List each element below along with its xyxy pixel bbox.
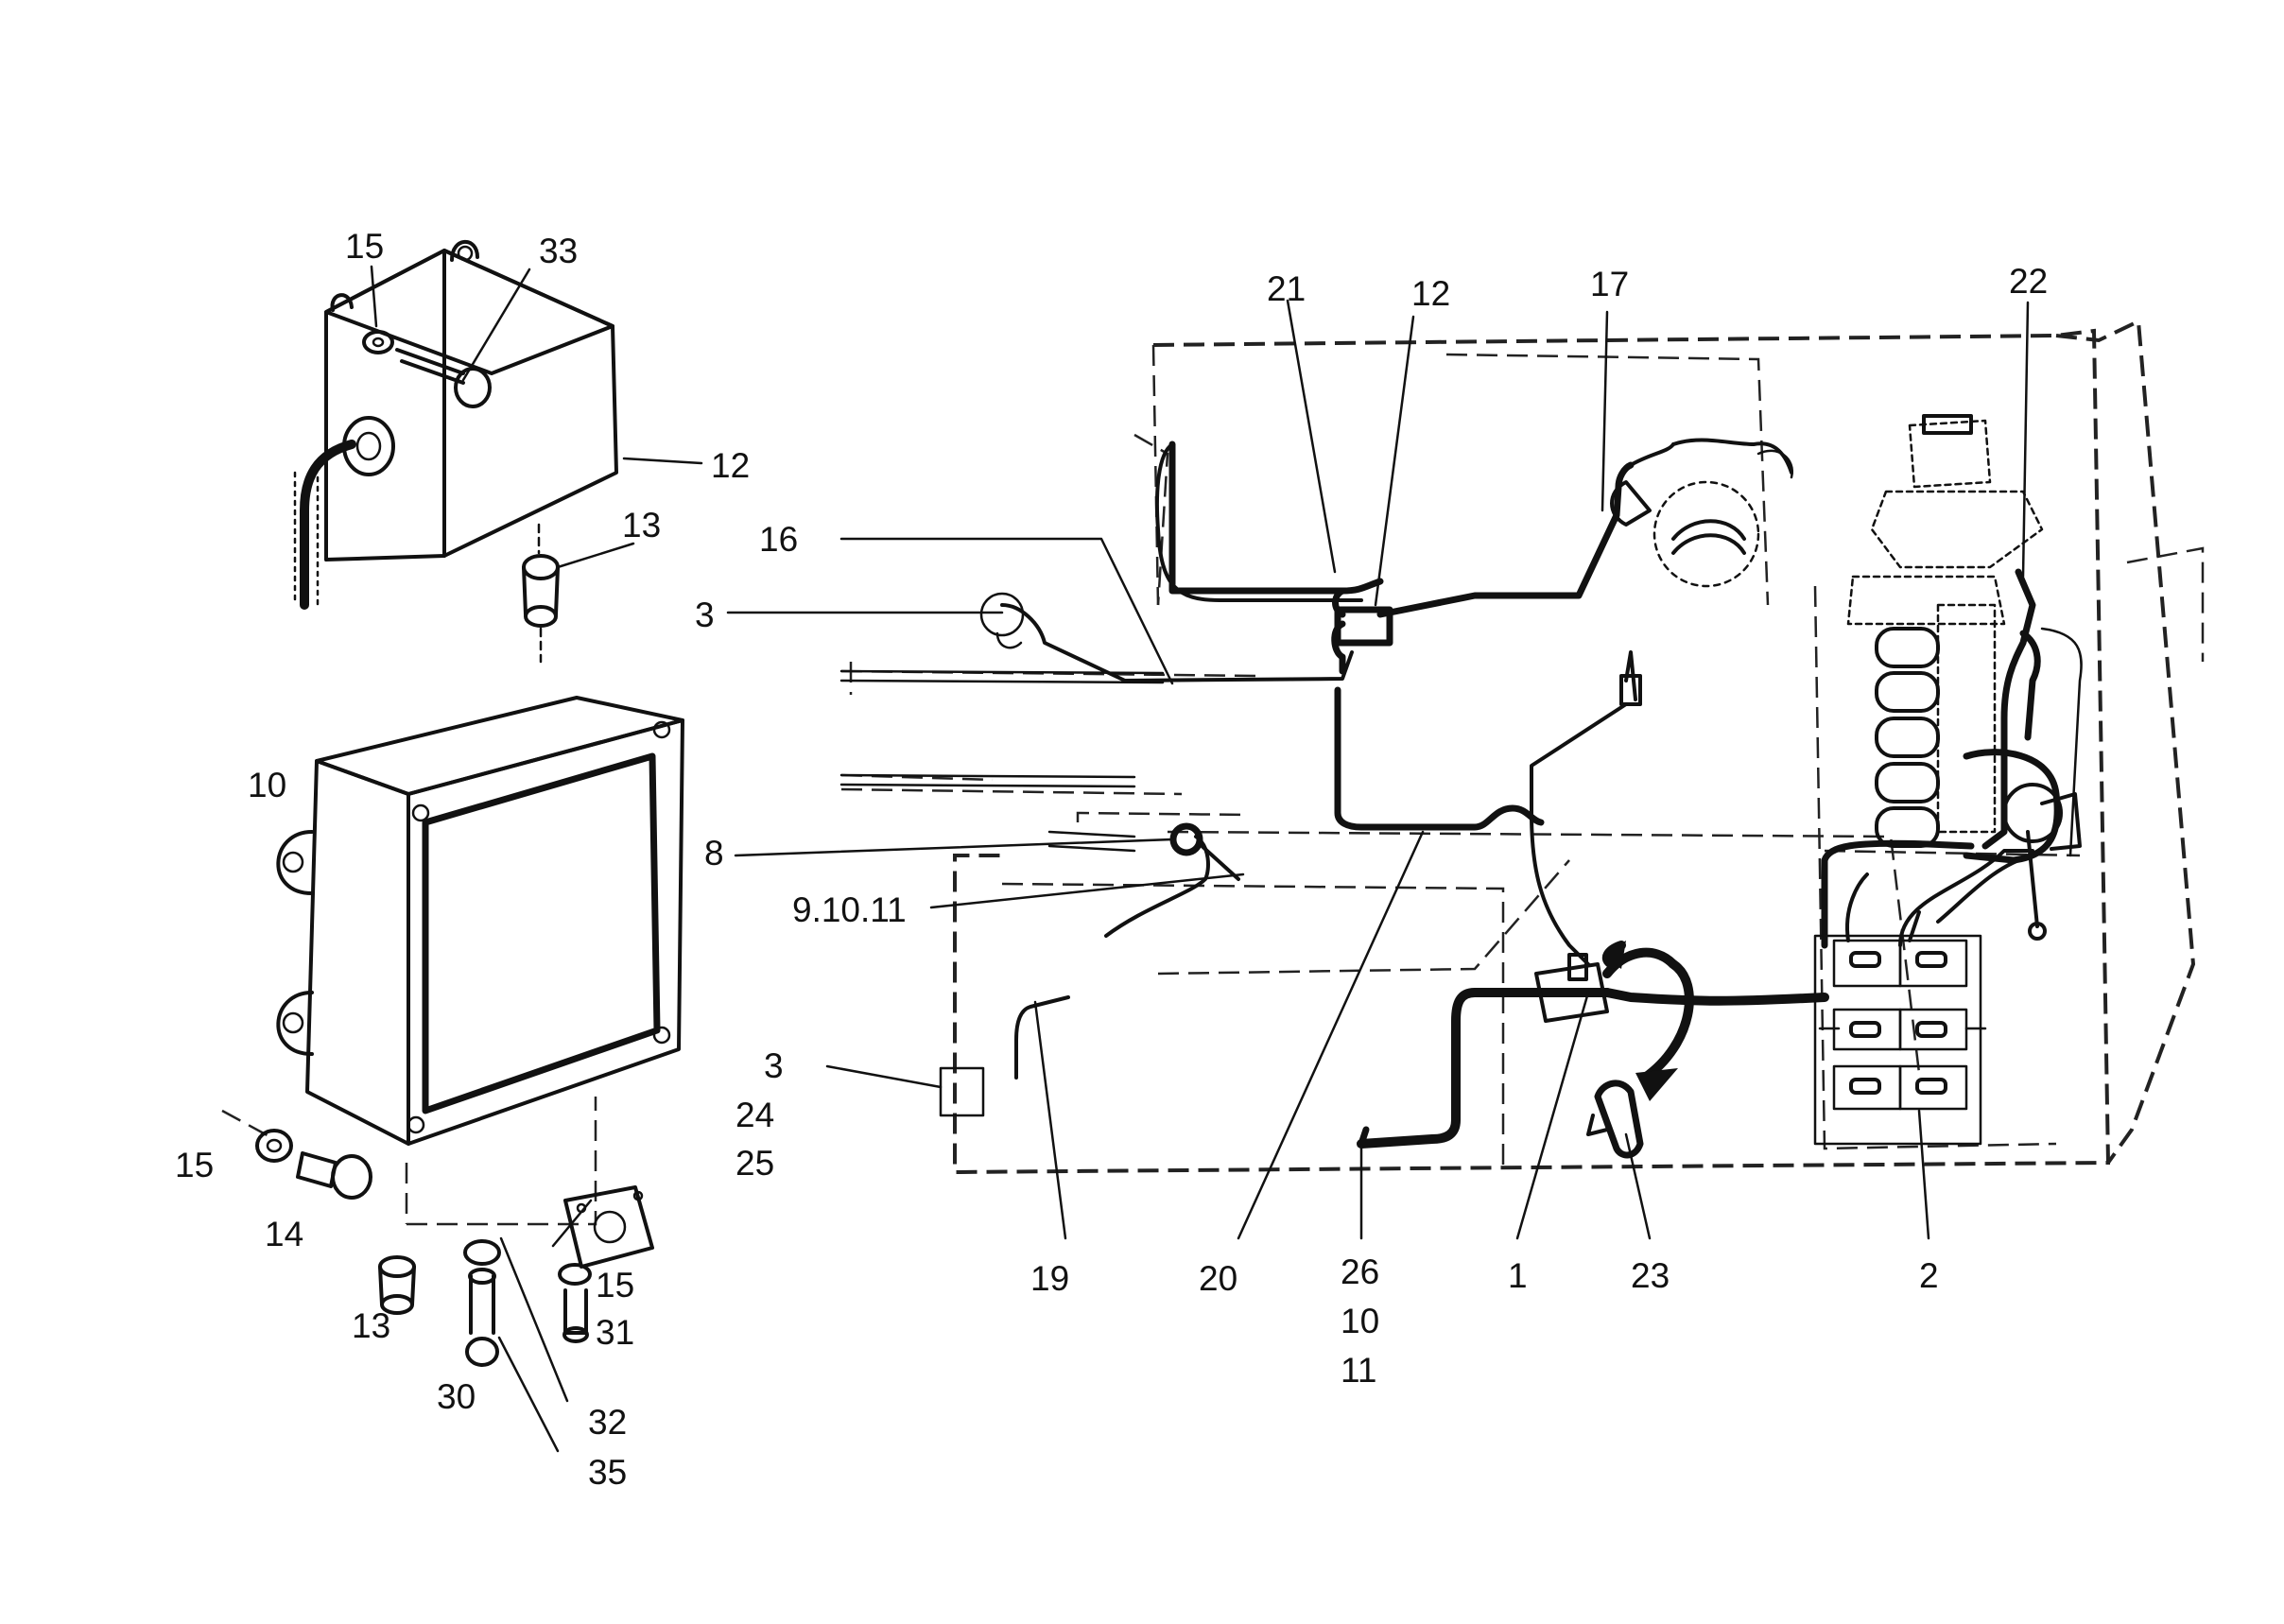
callout-11-bottom: 11 [1341,1351,1376,1390]
callout-12-left: 12 [711,446,750,485]
callout-31: 31 [596,1313,634,1352]
callout-17: 17 [1590,265,1629,303]
callout-15-bottom-left: 15 [175,1146,214,1184]
callout-25: 25 [735,1144,774,1183]
callout-12-right: 12 [1411,274,1450,313]
junction-box-small [293,239,618,664]
engine-detail [1610,414,2083,941]
callout-10-bottom: 10 [1341,1302,1379,1340]
callout-15-top: 15 [345,227,384,266]
control-box-large [221,696,684,1226]
callout-15-bottom-right: 15 [596,1266,634,1304]
callout-33: 33 [539,232,578,270]
callout-1: 1 [1508,1256,1528,1295]
callout-32: 32 [588,1403,627,1442]
engine-cylinders [1875,603,1997,848]
wiring-harness [939,441,2041,1159]
callout-3-mid: 3 [764,1046,784,1085]
callout-10-left: 10 [248,766,286,804]
callout-35: 35 [588,1453,627,1492]
callout-23: 23 [1631,1256,1670,1295]
callout-2: 2 [1919,1256,1939,1295]
callout-20: 20 [1199,1259,1237,1298]
callout-24: 24 [735,1096,774,1134]
callout-26: 26 [1341,1253,1379,1291]
callout-labels: 15 33 12 13 16 3 10 8 9.10.11 3 24 25 15… [175,227,2048,1492]
callout-16: 16 [759,520,798,559]
leader-lines [370,265,2030,1453]
hardware-parts [255,1129,654,1367]
battery-box [1813,839,2034,1146]
vehicle-frame [839,318,2205,1175]
callout-19: 19 [1030,1259,1069,1298]
callout-30: 30 [437,1377,476,1416]
callout-9-10-11: 9.10.11 [792,890,907,929]
callout-21: 21 [1267,269,1306,308]
callout-3-top: 3 [695,596,715,634]
callout-22: 22 [2009,262,2048,301]
callout-8: 8 [704,834,724,872]
callout-13-top: 13 [622,506,661,544]
callout-13-bottom: 13 [352,1306,390,1345]
callout-14: 14 [265,1215,303,1253]
